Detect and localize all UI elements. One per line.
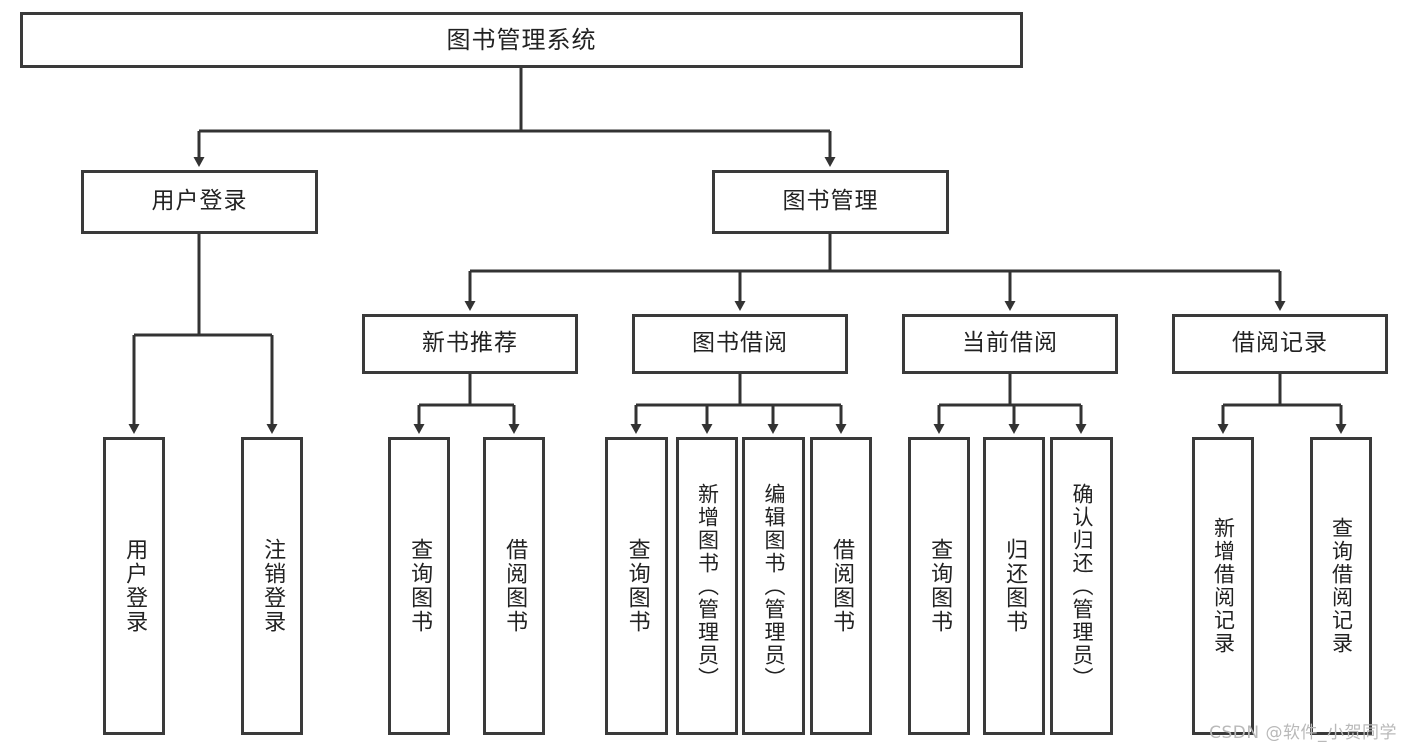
- leaf-label: 用户登录: [122, 538, 148, 634]
- leaf-query-borrow-record[interactable]: 查询借阅记录: [1310, 437, 1372, 735]
- leaf-label: 确认归还（管理员）: [1069, 482, 1094, 690]
- leaf-confirm-return[interactable]: 确认归还（管理员）: [1050, 437, 1113, 735]
- leaf-label: 借阅图书: [829, 538, 855, 634]
- leaf-user-logout[interactable]: 注销登录: [241, 437, 303, 735]
- leaf-label: 编辑图书（管理员）: [761, 482, 786, 690]
- leaf-query-book-2[interactable]: 查询图书: [605, 437, 668, 735]
- node-current-borrow[interactable]: 当前借阅: [902, 314, 1118, 374]
- leaf-label: 查询图书: [407, 538, 433, 634]
- leaf-borrow-book-2[interactable]: 借阅图书: [810, 437, 872, 735]
- leaf-query-book-3[interactable]: 查询图书: [908, 437, 970, 735]
- leaf-label: 新增借阅记录: [1211, 517, 1236, 655]
- leaf-label: 新增图书（管理员）: [695, 482, 720, 690]
- leaf-edit-book[interactable]: 编辑图书（管理员）: [742, 437, 805, 735]
- leaf-add-borrow-record[interactable]: 新增借阅记录: [1192, 437, 1254, 735]
- node-root[interactable]: 图书管理系统: [20, 12, 1023, 68]
- leaf-label: 借阅图书: [502, 538, 528, 634]
- leaf-add-book[interactable]: 新增图书（管理员）: [676, 437, 738, 735]
- leaf-label: 归还图书: [1002, 538, 1028, 634]
- node-user-login[interactable]: 用户登录: [81, 170, 318, 234]
- node-book-borrow[interactable]: 图书借阅: [632, 314, 848, 374]
- leaf-label: 查询图书: [927, 538, 953, 634]
- leaf-query-book-1[interactable]: 查询图书: [388, 437, 450, 735]
- node-book-manage[interactable]: 图书管理: [712, 170, 949, 234]
- node-borrow-record[interactable]: 借阅记录: [1172, 314, 1388, 374]
- leaf-user-login[interactable]: 用户登录: [103, 437, 165, 735]
- leaf-return-book[interactable]: 归还图书: [983, 437, 1045, 735]
- leaf-label: 查询图书: [624, 538, 650, 634]
- leaf-borrow-book-1[interactable]: 借阅图书: [483, 437, 545, 735]
- watermark: CSDN @软件_小贺同学: [1209, 723, 1397, 743]
- leaf-label: 注销登录: [260, 538, 286, 634]
- leaf-label: 查询借阅记录: [1329, 517, 1354, 655]
- node-new-book-recommend[interactable]: 新书推荐: [362, 314, 578, 374]
